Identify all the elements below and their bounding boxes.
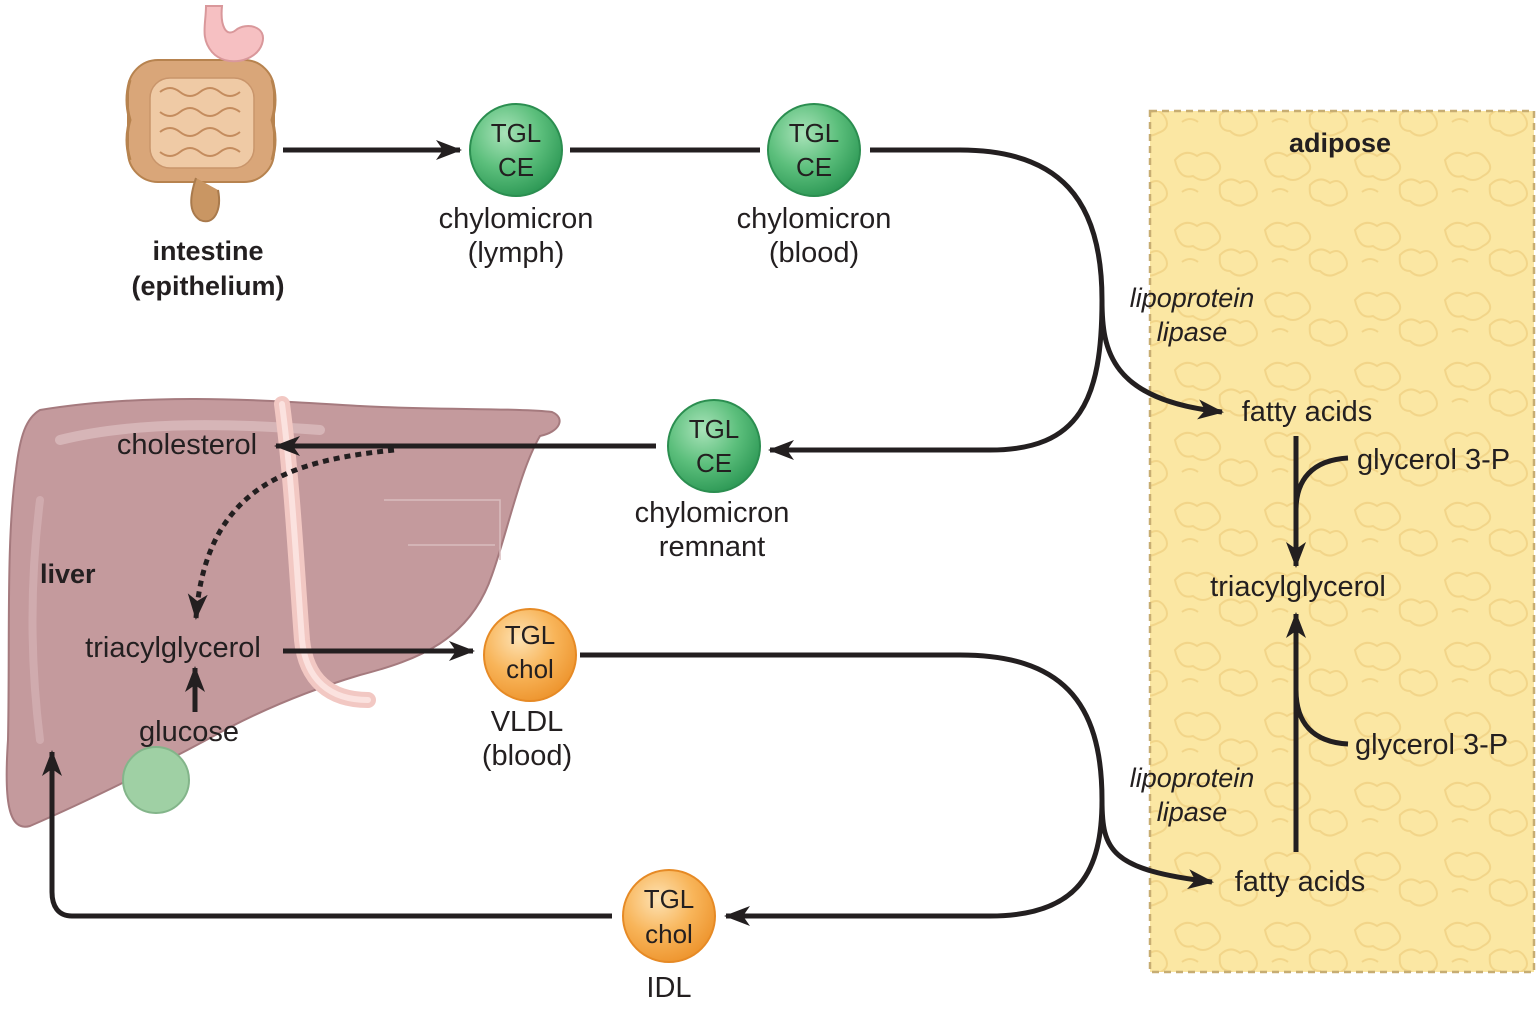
liver-icon: [5, 396, 561, 828]
intestine-icon: [125, 5, 277, 223]
vldl-chol: chol: [506, 654, 554, 684]
adipose-glycerol-bottom: glycerol 3-P: [1355, 729, 1508, 761]
adipose-glycerol-top: glycerol 3-P: [1357, 444, 1510, 476]
arrow-glycerol-bottom-join: [1293, 689, 1349, 747]
chylomicron-blood-sublabel: (blood): [769, 237, 859, 269]
adipose-fatty-acids-top: fatty acids: [1242, 396, 1373, 428]
chylomicron-remnant-sublabel: remnant: [659, 531, 765, 563]
enzyme-bottom-label: lipoprotein: [1130, 763, 1255, 793]
enzyme-top-label: lipoprotein: [1130, 283, 1255, 313]
chylomicron-remnant-tgl: TGL: [689, 414, 740, 444]
adipose-fatty-acids-bottom: fatty acids: [1235, 866, 1366, 898]
stomach-icon: [203, 5, 265, 63]
arrow-to-remnant: [768, 299, 1105, 460]
chylomicron-lymph-tgl: TGL: [491, 118, 542, 148]
chylomicron-remnant-ce: CE: [696, 448, 732, 478]
idl-chol: chol: [645, 919, 693, 949]
chylomicron-lymph-ce: CE: [498, 152, 534, 182]
enzyme-bottom-sublabel: lipase: [1157, 797, 1228, 827]
chylomicron-blood: TGL CE chylomicron (blood): [737, 103, 892, 269]
vldl-label: VLDL: [491, 706, 564, 738]
liver-glucose: glucose: [139, 716, 239, 748]
idl-tgl: TGL: [644, 884, 695, 914]
chylomicron-blood-label: chylomicron: [737, 203, 892, 235]
arrow-glycerol-top-join: [1293, 455, 1349, 511]
gallbladder-icon: [122, 746, 190, 814]
chylomicron-remnant: TGL CE chylomicron remnant: [635, 399, 790, 563]
arrow-blood-to-adipose: [870, 147, 1224, 420]
arrow-to-idl: [724, 799, 1105, 926]
liver-title: liver: [40, 559, 96, 589]
enzyme-top-sublabel: lipase: [1157, 317, 1228, 347]
intestine-title: intestine: [152, 236, 263, 266]
adipose-title: adipose: [1289, 128, 1391, 158]
idl-label: IDL: [646, 972, 691, 1004]
idl-particle: TGL chol IDL: [622, 869, 716, 1004]
chylomicron-lymph-sublabel: (lymph): [468, 237, 565, 269]
chylomicron-blood-ce: CE: [796, 152, 832, 182]
vldl-particle: TGL chol VLDL (blood): [482, 608, 577, 772]
arrow-idl-to-liver: [42, 750, 612, 919]
arrow-vldl-to-adipose: [580, 652, 1214, 890]
liver-cholesterol: cholesterol: [117, 429, 257, 461]
intestine-subtitle: (epithelium): [132, 271, 285, 301]
chylomicron-remnant-label: chylomicron: [635, 497, 790, 529]
adipose-triacylglycerol: triacylglycerol: [1210, 571, 1386, 603]
arrow-cholesterol-to-triacylglycerol: [187, 447, 395, 620]
flow-arrows: [42, 140, 1349, 926]
chylomicron-lymph: TGL CE chylomicron (lymph): [439, 103, 594, 269]
vldl-sublabel: (blood): [482, 740, 572, 772]
chylomicron-lymph-label: chylomicron: [439, 203, 594, 235]
vldl-tgl: TGL: [505, 620, 556, 650]
liver-triacylglycerol: triacylglycerol: [85, 632, 261, 664]
adipose-tissue: [1148, 109, 1536, 974]
chylomicron-blood-tgl: TGL: [789, 118, 840, 148]
